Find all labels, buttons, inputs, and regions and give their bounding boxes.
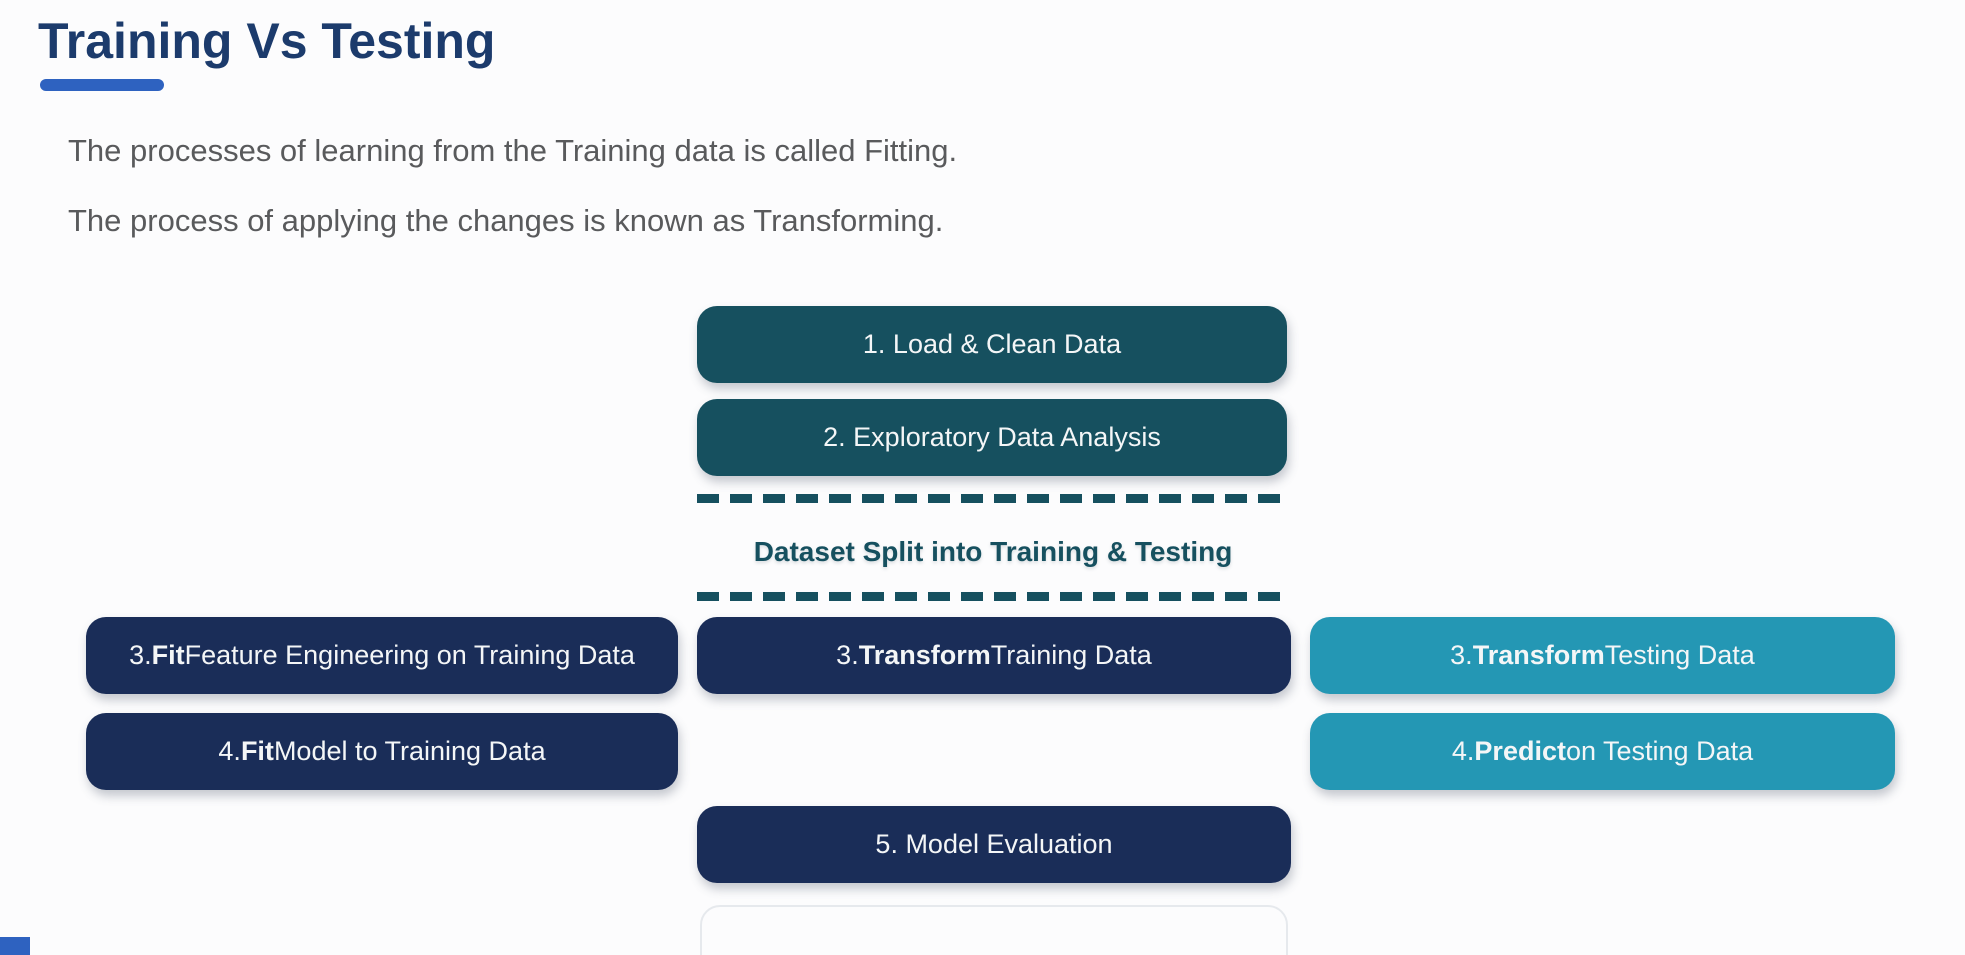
flow-box-exploratory-data-analysis: 2. Exploratory Data Analysis: [697, 399, 1287, 476]
flow-box-fit-model-to-training-data: 4. Fit Model to Training Data: [86, 713, 678, 790]
flow-box-transform-training-data: 3. Transform Training Data: [697, 617, 1291, 694]
flow-box-model-evaluation: 5. Model Evaluation: [697, 806, 1291, 883]
dataset-split-label: Dataset Split into Training & Testing: [753, 536, 1233, 567]
flow-box-transform-testing-data: 3. Transform Testing Data: [1310, 617, 1895, 694]
title-accent-underline: [40, 79, 164, 91]
next-step-placeholder-outline: [700, 905, 1288, 955]
flow-box-load-clean-data: 1. Load & Clean Data: [697, 306, 1287, 383]
intro-line-fitting: The processes of learning from the Train…: [68, 133, 958, 168]
intro-line-transforming: The process of applying the changes is k…: [68, 203, 944, 238]
split-divider-top: [697, 494, 1283, 503]
flow-box-predict-on-testing-data: 4. Predict on Testing Data: [1310, 713, 1895, 790]
flow-box-fit-feature-engineering: 3. Fit Feature Engineering on Training D…: [86, 617, 678, 694]
slide-corner-accent: [0, 937, 30, 955]
page-title: Training Vs Testing: [38, 13, 496, 69]
split-divider-bottom: [697, 592, 1283, 601]
